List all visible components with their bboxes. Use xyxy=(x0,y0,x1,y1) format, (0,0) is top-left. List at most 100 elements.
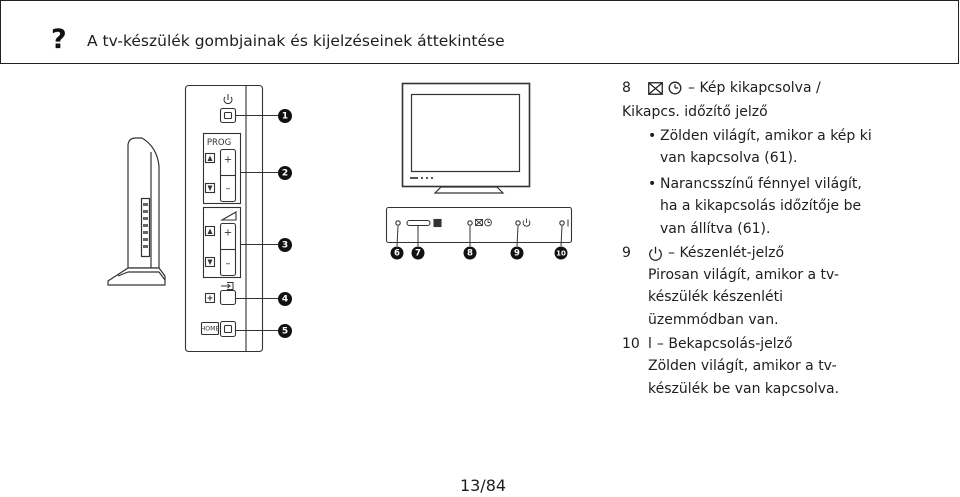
input-button xyxy=(219,289,237,306)
home-label: HOME xyxy=(201,326,220,333)
bullet-glyph: • xyxy=(648,176,657,192)
item-8-bullet-2-cont: ha a kikapcsolás időzítője be xyxy=(660,196,861,216)
tv-front-indicators xyxy=(410,177,433,179)
item-heading: – Kép kikapcsolva / xyxy=(688,80,821,96)
strip-timer-icon-ring xyxy=(484,218,492,227)
strip-standby-icon xyxy=(522,218,531,227)
bullet-text: Zölden világít, amikor a kép ki xyxy=(660,128,872,144)
callout-4-badge xyxy=(278,292,292,306)
tv-front-stand xyxy=(433,186,505,194)
prog-minus-mark: – xyxy=(226,184,231,195)
callout-7-number: 7 xyxy=(415,249,421,259)
page-number: 13/84 xyxy=(459,476,507,495)
item-9-text-line: készülék készenléti xyxy=(648,287,783,307)
light-sensor xyxy=(395,220,401,226)
input-select-icon xyxy=(204,292,216,304)
prog-plus-mark: + xyxy=(224,155,232,166)
leader-9 xyxy=(516,225,519,247)
item-heading: – Készenlét-jelző xyxy=(668,245,785,261)
leader-10 xyxy=(560,225,563,247)
item-10-text-line: készülék be van kapcsolva. xyxy=(648,379,839,399)
bullet-glyph: • xyxy=(648,128,657,144)
item-heading-cont: Kikapcs. időzítő jelző xyxy=(622,104,768,120)
side-input-port xyxy=(143,203,148,206)
callout-1-number: 1 xyxy=(282,112,288,122)
side-input-panel xyxy=(140,197,151,258)
callout-6-number: 6 xyxy=(394,249,400,259)
standby-icon-arc xyxy=(649,248,662,261)
side-input-port xyxy=(143,210,148,213)
side-button-panel: PROG + – + – xyxy=(184,84,264,353)
picture-off-icon-graphic xyxy=(648,81,663,95)
side-panel-callouts: 1 2 3 4 5 xyxy=(278,109,292,338)
power-icon xyxy=(223,94,233,105)
strip-leaders xyxy=(396,225,563,247)
callout-2-number: 2 xyxy=(282,169,288,179)
tv-side-view xyxy=(107,137,166,286)
picture-off-led xyxy=(467,220,473,226)
strip-timer-icon xyxy=(484,218,492,227)
callout-5-badge xyxy=(278,324,292,338)
side-input-port xyxy=(143,231,148,234)
tv-stand-base xyxy=(107,267,166,286)
home-button-face xyxy=(223,324,233,334)
remote-sensor-logo-icon xyxy=(433,218,442,228)
item-number: 10 xyxy=(622,336,640,352)
callout-3-badge xyxy=(278,238,292,252)
input-icon-arrow xyxy=(221,283,231,289)
input-icon-bracket xyxy=(227,282,234,290)
item-8-bullet-1-cont: van kapcsolva (61). xyxy=(660,148,797,168)
item-8-bullet-2: • Narancsszínű fénnyel világít, xyxy=(648,174,862,194)
volume-up-icon-arrow xyxy=(207,228,213,234)
item-text: Zölden világít, amikor a tv- xyxy=(648,358,837,374)
tv-front-indicator xyxy=(431,177,433,179)
timer-icon xyxy=(668,81,682,95)
volume-down-icon-arrow xyxy=(207,259,213,265)
callout-1-badge xyxy=(278,109,292,123)
item-10-heading-line: 10 l – Bekapcsolás-jelző xyxy=(622,334,793,354)
bullet-text: ha a kikapcsolás időzítője be xyxy=(660,198,862,214)
volume-plus-mark: + xyxy=(224,228,232,239)
timer-icon-hands xyxy=(674,84,679,89)
callout-6-badge xyxy=(390,246,404,260)
callout-9-number: 9 xyxy=(514,249,520,259)
side-input-port xyxy=(143,238,148,241)
strip-standby-icon-arc xyxy=(522,220,531,227)
prog-down-icon xyxy=(204,182,216,194)
item-9-text-line: üzemmódban van. xyxy=(648,310,779,330)
callout-9-badge xyxy=(510,246,524,260)
item-text: Pirosan világít, amikor a tv- xyxy=(648,267,840,283)
tv-front-screen xyxy=(410,93,521,173)
item-9-text-line: Pirosan világít, amikor a tv- xyxy=(648,265,839,285)
callout-7-badge xyxy=(411,246,425,260)
item-9-heading-line: 9 – Készenlét-jelző xyxy=(622,243,784,263)
prog-up-icon-arrow xyxy=(207,155,213,161)
tv-front-view xyxy=(401,82,531,194)
standby-icon-graphic xyxy=(649,246,662,261)
side-input-port xyxy=(143,245,148,248)
question-mark-icon: ? xyxy=(51,24,67,55)
indicator-strip xyxy=(385,206,573,244)
callout-2-badge xyxy=(278,166,292,180)
picture-off-icon-box xyxy=(648,81,663,95)
section-title: A tv-készülék gombjainak és kijelzéseine… xyxy=(87,32,505,50)
item-8-bullet-1: • Zölden világít, amikor a kép ki xyxy=(648,126,872,146)
bullet-text: Narancsszínű fénnyel világít, xyxy=(660,176,862,192)
volume-group-frame xyxy=(202,206,242,279)
callout-4-number: 4 xyxy=(282,295,288,305)
picture-off-icon-cross xyxy=(648,82,663,94)
item-text: üzemmódban van. xyxy=(648,312,779,328)
power-button-face xyxy=(223,111,233,120)
input-icon xyxy=(221,282,234,290)
standby-led xyxy=(515,220,521,226)
input-select-icon-cross xyxy=(207,295,213,301)
side-input-port xyxy=(143,224,148,227)
item-text: készülék készenléti xyxy=(648,289,784,305)
tv-front-indicator xyxy=(426,177,428,179)
prog-down-icon-arrow xyxy=(207,185,213,191)
prog-group-frame xyxy=(202,132,242,205)
callout-8-badge xyxy=(463,246,477,260)
standby-icon xyxy=(648,246,663,261)
indicator-strip-outline xyxy=(385,206,573,244)
